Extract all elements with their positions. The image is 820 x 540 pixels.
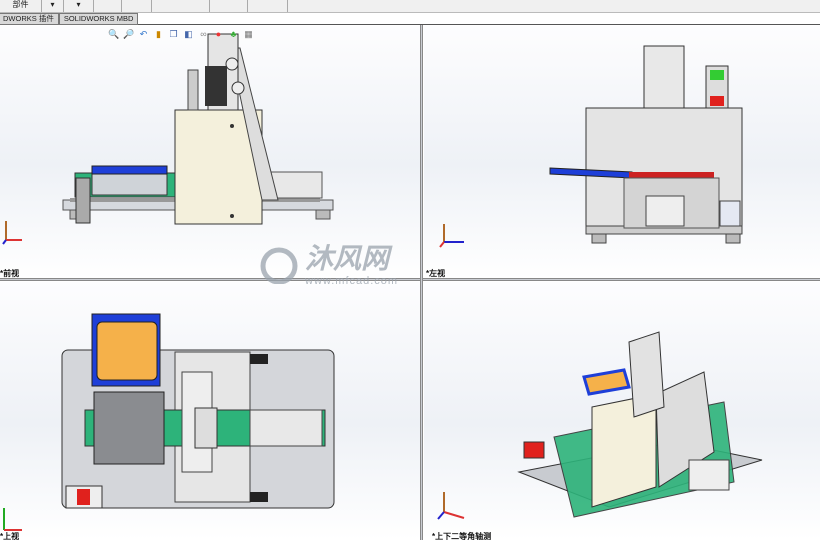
viewport-top[interactable]: *上视 <box>0 282 421 540</box>
top-view-model <box>3 313 335 531</box>
viewport-isometric[interactable]: *上下二等角轴测 <box>424 282 820 540</box>
tab-addins[interactable]: DWORKS 插件 <box>0 13 59 25</box>
left-view-model <box>439 45 743 248</box>
zoom-area-icon[interactable]: 🔎 <box>123 29 135 39</box>
viewport-splitter-horizontal[interactable] <box>0 278 820 281</box>
toolbar-button[interactable] <box>94 0 122 12</box>
dropdown-button[interactable]: ▾ <box>42 0 64 12</box>
watermark-brand: 沐风网 <box>305 243 390 274</box>
toolbar-button[interactable] <box>152 0 210 12</box>
apply-scene-icon[interactable]: ♣ <box>230 29 237 39</box>
display-style-icon[interactable]: ◧ <box>184 29 193 39</box>
watermark-logo <box>260 247 298 285</box>
command-tabs: DWORKS 插件 SOLIDWORKS MBD <box>0 13 820 25</box>
front-view-model <box>2 33 334 245</box>
command-manager: 部件 ▾ ▾ <box>0 0 820 13</box>
edit-appearance-icon[interactable]: ● <box>215 29 222 39</box>
watermark: 沐风网 www.mfcad.com <box>255 244 415 294</box>
view-settings-icon[interactable]: ▦ <box>244 29 253 39</box>
toolbar-button[interactable] <box>210 0 248 12</box>
viewport-label: *上下二等角轴测 <box>432 532 492 540</box>
viewport-label: *上视 <box>0 532 20 540</box>
viewport-label: *左视 <box>426 269 446 278</box>
viewport-label: *前视 <box>0 269 20 278</box>
zoom-to-fit-icon[interactable]: 🔍 <box>108 29 120 39</box>
toolbar-button[interactable] <box>122 0 152 12</box>
viewport-splitter-vertical[interactable] <box>420 25 423 540</box>
viewport-left[interactable]: *左视 <box>424 26 820 279</box>
section-view-icon[interactable]: ▮ <box>156 29 161 39</box>
tab-mbd[interactable]: SOLIDWORKS MBD <box>58 13 139 25</box>
viewport-front[interactable]: 🔍 🔎 ↶ ▮ ❒ ◧ ∞ ● ♣ ▦ *前视 <box>0 26 421 279</box>
dropdown-button[interactable]: ▾ <box>64 0 94 12</box>
watermark-url: www.mfcad.com <box>305 275 399 287</box>
hide-show-icon[interactable]: ∞ <box>200 29 207 39</box>
heads-up-view-toolbar: 🔍 🔎 ↶ ▮ ❒ ◧ ∞ ● ♣ ▦ <box>108 29 254 40</box>
previous-view-icon[interactable]: ↶ <box>139 29 148 39</box>
view-orientation-icon[interactable]: ❒ <box>169 29 178 39</box>
toolbar-button[interactable] <box>248 0 288 12</box>
isometric-view-model <box>437 331 763 520</box>
assembly-button[interactable]: 部件 <box>0 0 42 12</box>
